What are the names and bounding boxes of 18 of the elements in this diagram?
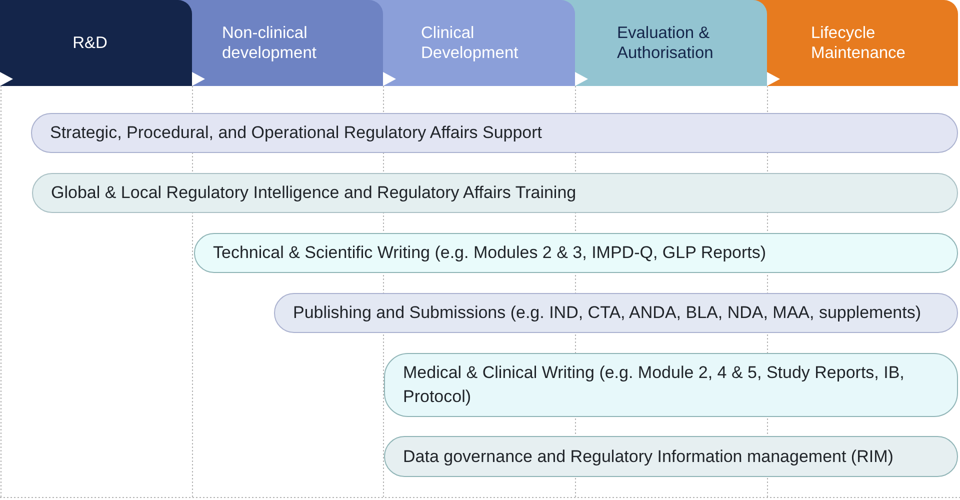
phase-label: Evaluation & Authorisation <box>617 23 714 63</box>
service-bar <box>32 173 958 213</box>
phase-label: R&D <box>72 33 108 53</box>
phase-label: Clinical Development <box>421 23 520 63</box>
service-label: Medical & Clinical Writing (e.g. Module 2, 4 & 5, Study Reports, IB, Protocol) <box>403 362 906 408</box>
service-bar <box>274 293 958 333</box>
service-label: Publishing and Submissions (e.g. IND, CTA, ANDA, BLA, NDA, MAA, supplements) <box>293 302 922 324</box>
service-bar <box>31 113 958 153</box>
phase-label: Non-clinical development <box>222 23 318 63</box>
service-label: Strategic, Procedural, and Operational Regulatory Affairs Support <box>50 122 544 144</box>
service-bar <box>384 353 958 417</box>
service-label: Technical & Scientific Writing (e.g. Modules 2 & 3, IMPD-Q, GLP Reports) <box>213 242 768 264</box>
phase-tab <box>0 0 192 86</box>
service-bar <box>384 436 958 477</box>
phase-label: Lifecycle Maintenance <box>811 23 906 63</box>
service-bar <box>194 233 958 273</box>
service-label: Data governance and Regulatory Information management (RIM) <box>403 446 894 468</box>
service-label: Global & Local Regulatory Intelligence and Regulatory Affairs Training <box>51 182 578 204</box>
